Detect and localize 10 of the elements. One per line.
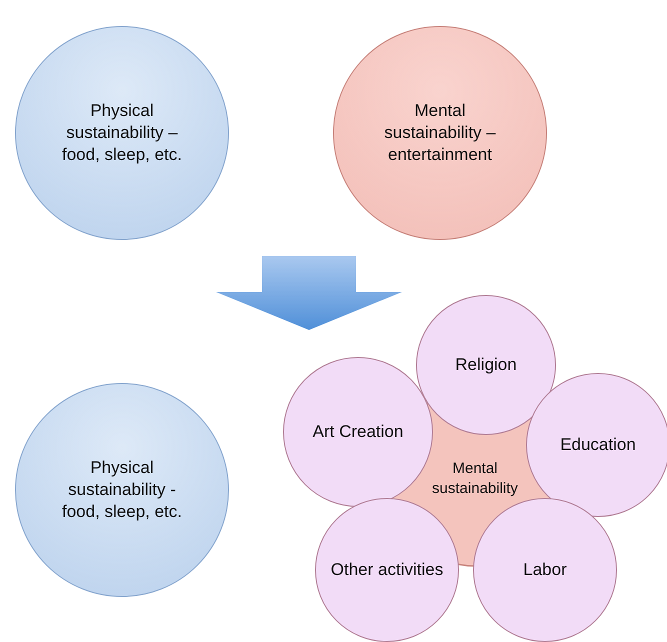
node-label: Physical sustainability - food, sleep, etc. [60,456,184,524]
node-label: Other activities [330,558,444,581]
node-label: Mental sustainability [431,459,519,498]
node-label: Labor [523,558,567,581]
node-label: Art Creation [312,420,404,443]
node-label: Education [560,434,636,456]
node-label: Mental sustainability – entertainment [383,100,497,166]
node-label: Physical sustainability – food, sleep, etc. [60,100,184,166]
block-arrow [216,256,402,330]
node-label: Religion [455,354,517,376]
